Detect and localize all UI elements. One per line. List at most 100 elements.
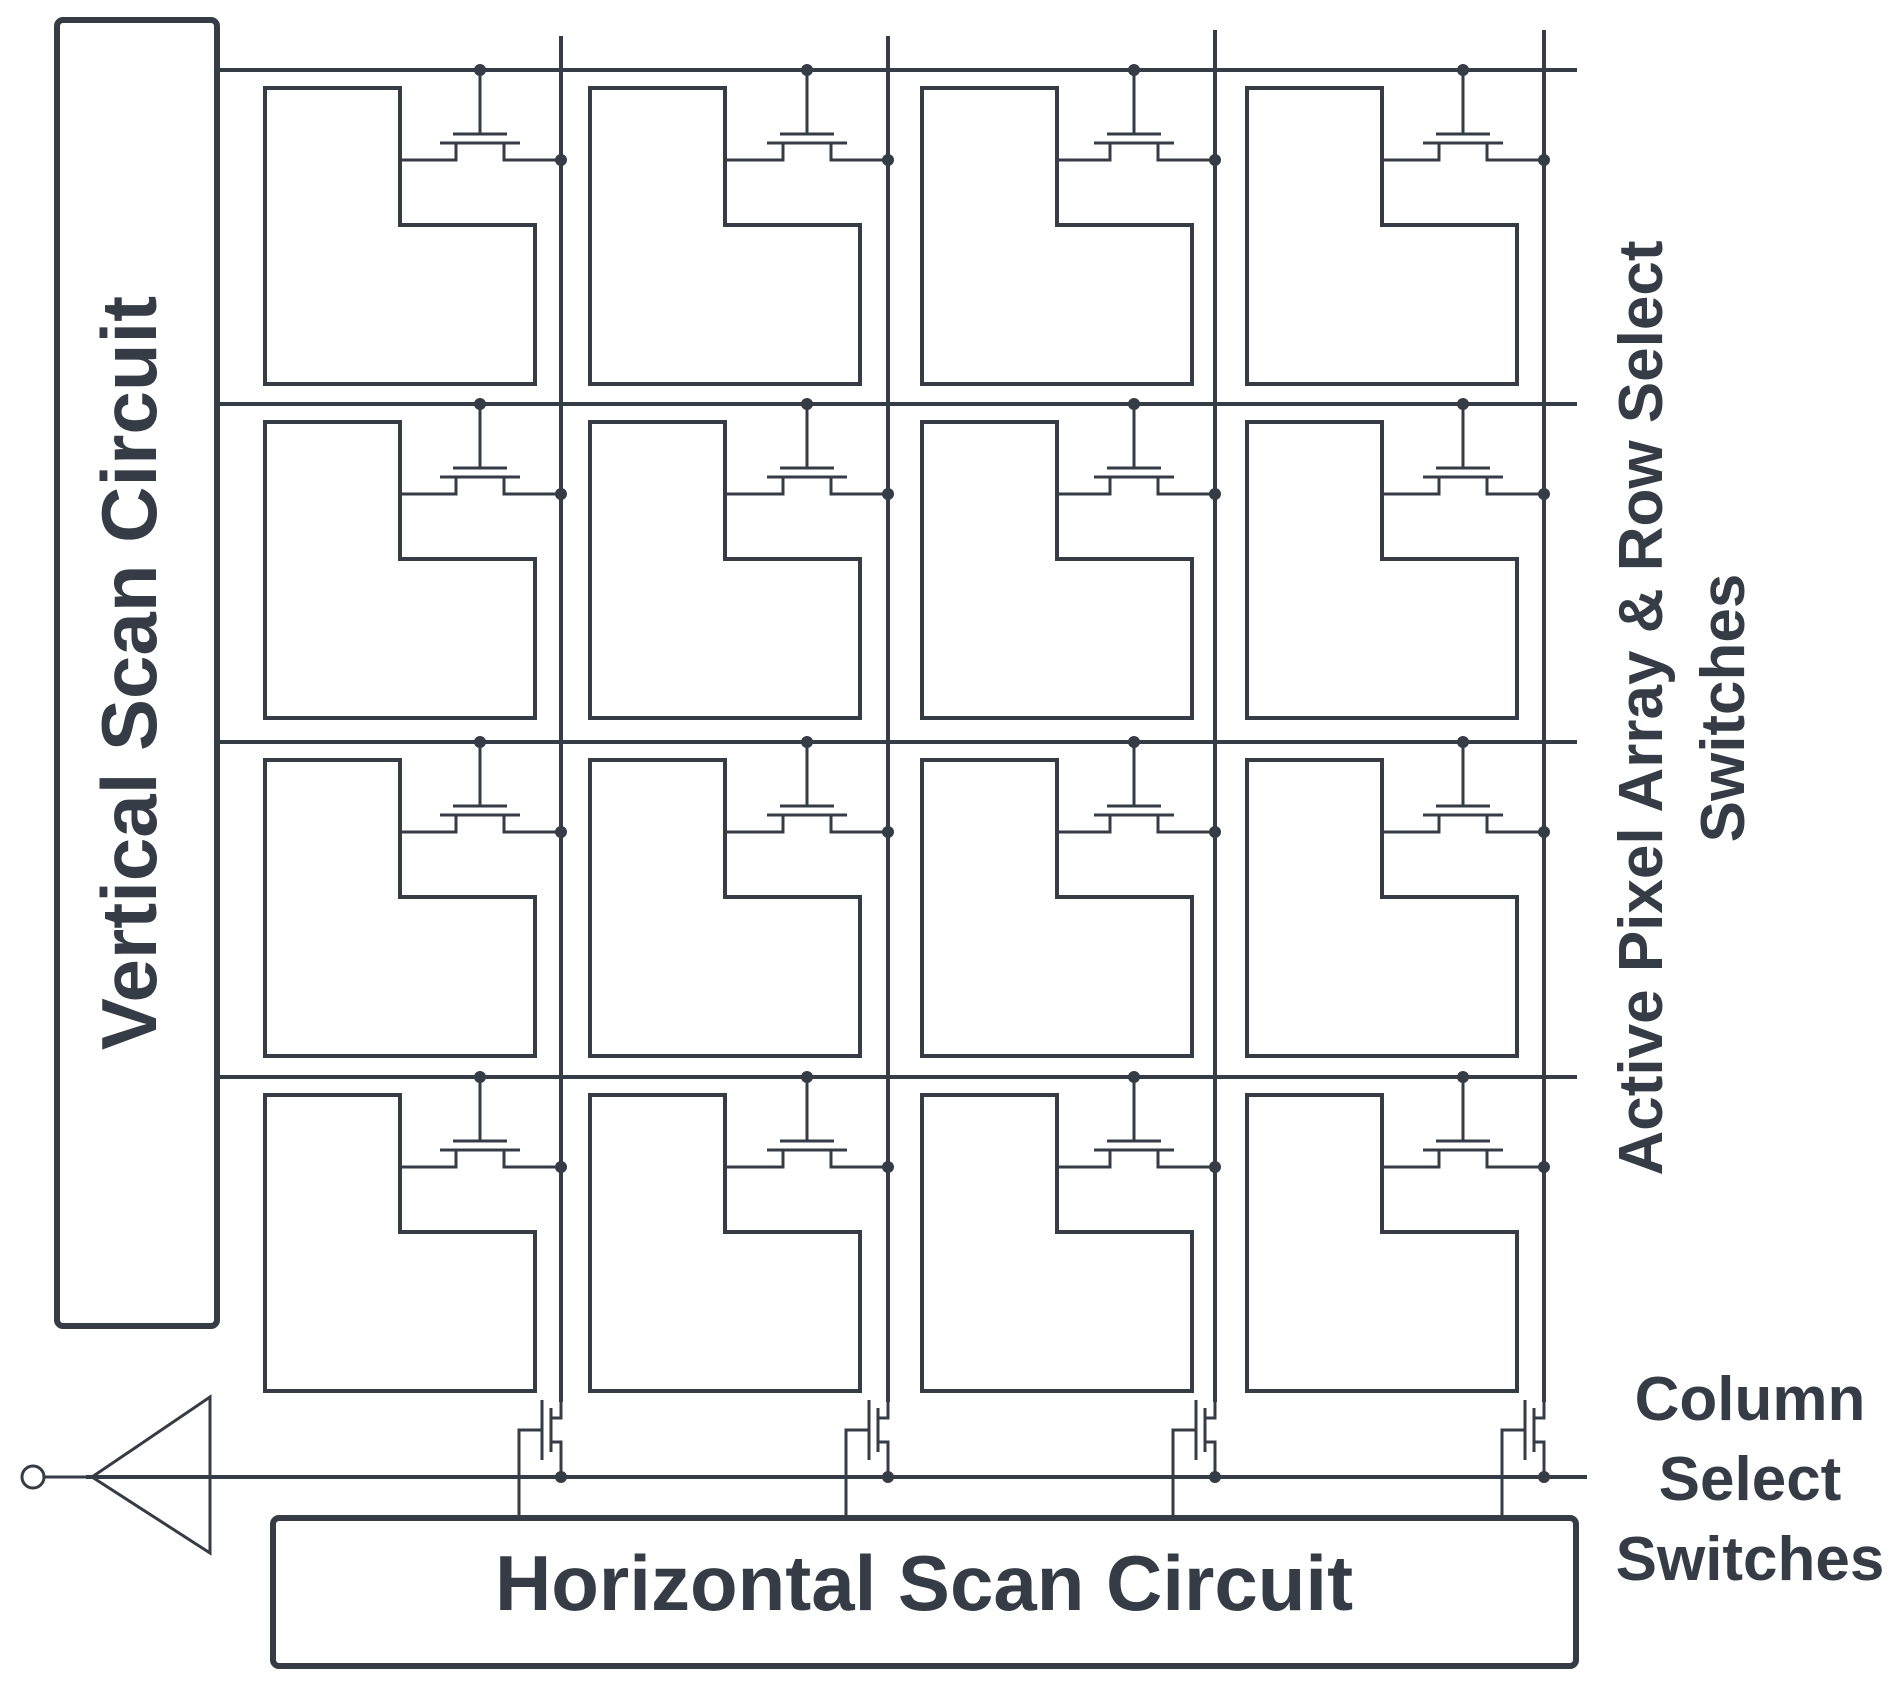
row-select-transistor [1382,742,1544,834]
column-select-label: Column Select Switches [1616,1365,1885,1594]
junction-dot [1457,398,1469,410]
pixel-cell [588,64,894,386]
active-pixel-array [263,64,1550,1393]
photodiode [1245,86,1519,386]
column-select-switches [517,1400,1550,1518]
pixel-cell [1245,736,1550,1058]
junction-dot [1209,1161,1221,1173]
vertical-scan-circuit: Vertical Scan Circuit [54,17,220,1329]
pixel-cell [263,398,567,720]
photodiode [920,420,1194,720]
junction-dot [1128,736,1140,748]
pixel-cell [1245,64,1550,386]
row-select-transistor [1057,1077,1215,1169]
photodiode [920,86,1194,386]
junction-dot [555,1471,567,1483]
column-select-label-line3: Switches [1616,1525,1885,1594]
pixel-array-label-line2: Switches [1689,574,1758,843]
junction-dot [801,398,813,410]
row-select-transistor [1057,742,1215,834]
pixel-cell [588,1071,894,1393]
photodiode [920,1093,1194,1393]
row-select-transistor [400,742,561,834]
pixel-array-label: Active Pixel Array & Row Select Switches [1607,241,1758,1176]
photodiode [263,86,537,386]
horizontal-scan-circuit: Horizontal Scan Circuit [270,1515,1579,1669]
photodiode [920,758,1194,1058]
row-select-transistor [725,70,888,162]
row-select-transistor [1382,404,1544,496]
row-select-transistor [400,70,561,162]
row-select-transistor [1382,1077,1544,1169]
junction-dot [882,826,894,838]
junction-dot [882,154,894,166]
photodiode [1245,420,1519,720]
junction-dot [1128,398,1140,410]
row-select-lines [218,68,1577,1079]
column-select-switch [517,1400,567,1518]
junction-dot [882,1471,894,1483]
row-select-transistor [1382,70,1544,162]
column-select-switch [1500,1400,1550,1518]
photodiode [588,1093,862,1393]
junction-dot [1128,64,1140,76]
pixel-array-label-line1: Active Pixel Array & Row Select [1607,241,1676,1176]
junction-dot [555,826,567,838]
column-select-label-line2: Select [1659,1445,1842,1514]
junction-dot [1538,488,1550,500]
row-select-transistor [400,1077,561,1169]
photodiode [263,1093,537,1393]
photodiode [588,758,862,1058]
junction-dot [1209,1471,1221,1483]
photodiode [1245,1093,1519,1393]
junction-dot [801,1071,813,1083]
junction-dot [555,1161,567,1173]
pixel-cell [920,1071,1221,1393]
pixel-cell [1245,398,1550,720]
pixel-cell [263,736,567,1058]
junction-dot [882,488,894,500]
junction-dot [1209,488,1221,500]
output-amplifier [44,1394,212,1556]
junction-dot [1538,154,1550,166]
junction-dot [474,736,486,748]
row-select-transistor [725,1077,888,1169]
row-select-transistor [400,404,561,496]
pixel-cell [920,736,1221,1058]
pixel-cell [588,736,894,1058]
photodiode [588,420,862,720]
junction-dot [474,1071,486,1083]
pixel-cell [920,398,1221,720]
photodiode [263,758,537,1058]
pixel-cell [920,64,1221,386]
junction-dot [1209,826,1221,838]
column-select-switch [844,1400,894,1518]
photodiode [588,86,862,386]
junction-dot [1457,1071,1469,1083]
junction-dot [474,64,486,76]
junction-dot [1128,1071,1140,1083]
row-select-transistor [1057,70,1215,162]
junction-dot [474,398,486,410]
pixel-cell [263,1071,567,1393]
junction-dot [1457,64,1469,76]
pixel-cell [1245,1071,1550,1393]
row-select-transistor [725,742,888,834]
pixel-cell [588,398,894,720]
junction-dot [1538,1471,1550,1483]
pixel-cell [263,64,567,386]
junction-dot [801,736,813,748]
row-select-transistor [1057,404,1215,496]
junction-dot [1457,736,1469,748]
column-select-label-line1: Column [1635,1365,1866,1434]
vertical-scan-label: Vertical Scan Circuit [85,296,173,1050]
junction-dot [1209,154,1221,166]
junction-dot [555,154,567,166]
junction-dot [1538,1161,1550,1173]
output-terminal [20,1464,46,1490]
junction-dot [555,488,567,500]
photodiode [263,420,537,720]
junction-dot [882,1161,894,1173]
photodiode [1245,758,1519,1058]
